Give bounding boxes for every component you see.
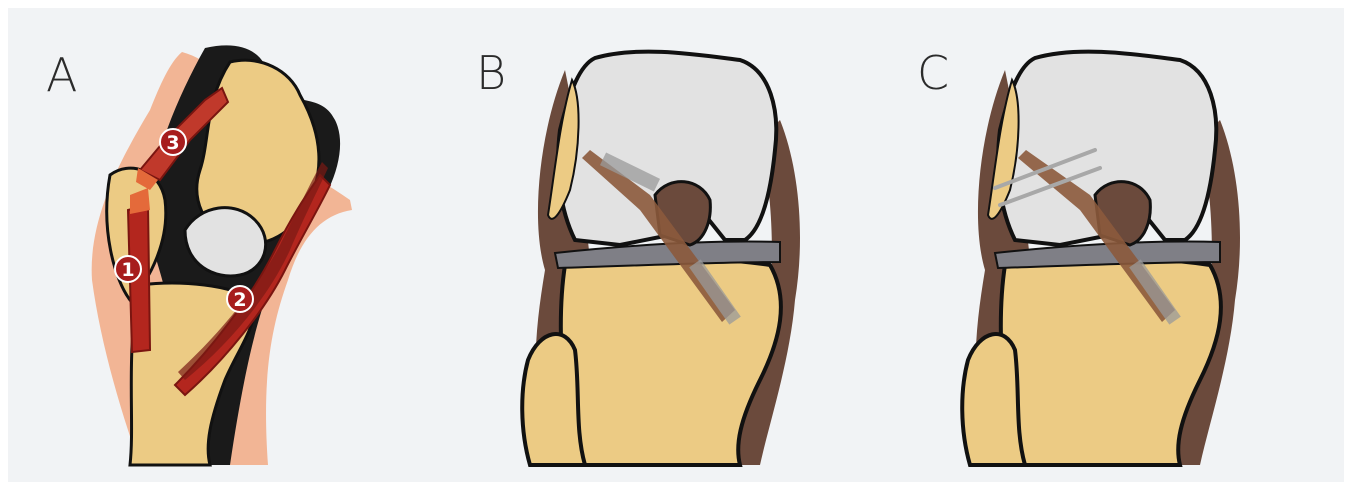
panel-label-c: C bbox=[917, 50, 949, 96]
fibula-bone-c bbox=[962, 334, 1025, 465]
panel-label-a: A bbox=[46, 52, 77, 98]
panel-label-b: B bbox=[476, 50, 506, 96]
